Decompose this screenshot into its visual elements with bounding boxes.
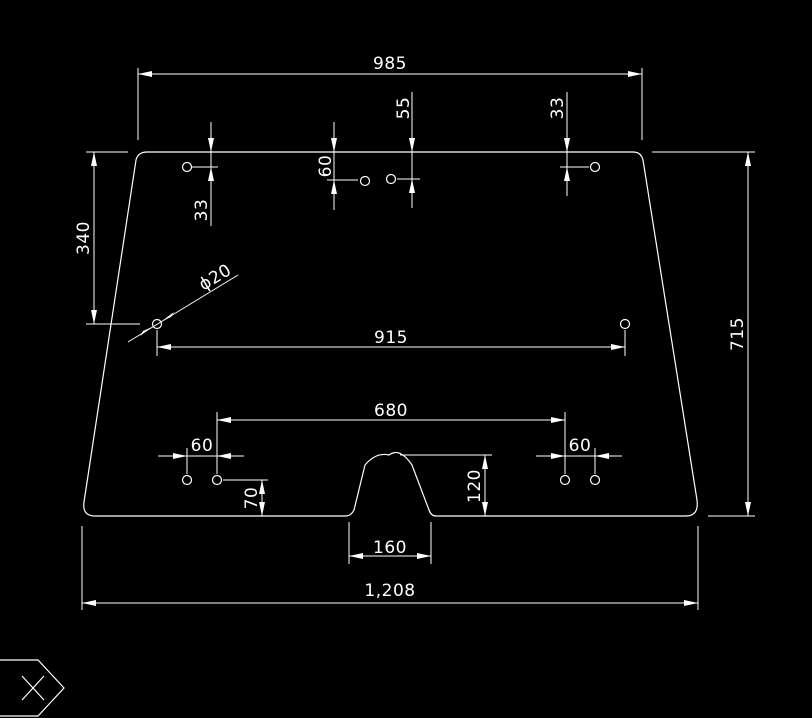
dim-bottom-width-label: 1,208 xyxy=(364,581,415,601)
dim-top-width-label: 985 xyxy=(373,54,407,74)
dim-top-left-offset-label: 33 xyxy=(192,199,212,222)
dim-mid-spacing-label: 915 xyxy=(374,328,408,348)
dim-notch-width-label: 160 xyxy=(373,538,407,558)
hole-top-right xyxy=(589,161,601,173)
dim-mid-spacing: 915 xyxy=(156,328,626,356)
dim-left-hole-height-label: 340 xyxy=(74,221,94,255)
hole-bottom-right-1 xyxy=(559,474,571,486)
panel-outline xyxy=(83,151,698,517)
dim-hole-diameter: ϕ20 xyxy=(127,260,239,343)
dim-bottom-group-spacing-label: 680 xyxy=(374,401,408,421)
dim-top-center-spacing-label: 55 xyxy=(394,97,414,120)
dim-notch-height: 120 xyxy=(400,454,492,516)
dim-bottom-width: 1,208 xyxy=(81,526,699,610)
dim-bottom-right-pair: 60 xyxy=(536,436,622,474)
hole-bottom-left-2 xyxy=(211,474,223,486)
dim-bottom-left-pair-label: 60 xyxy=(191,436,214,456)
dim-top-center-drop-label: 60 xyxy=(316,155,336,178)
hole-top-center-left xyxy=(359,175,371,187)
dim-bottom-left-pair: 60 xyxy=(158,436,244,474)
dim-top-width: 985 xyxy=(137,54,643,140)
hole-bottom-right-2 xyxy=(589,474,601,486)
dim-height-label: 715 xyxy=(728,317,748,351)
dim-bottom-hole-rise: 70 xyxy=(223,479,268,516)
dim-top-center-drop: 60 xyxy=(316,122,358,210)
dim-bottom-hole-rise-label: 70 xyxy=(242,487,262,510)
holes xyxy=(151,161,631,486)
dim-left-hole-height: 340 xyxy=(74,151,140,325)
hole-top-center-right xyxy=(385,173,397,185)
dim-top-center-spacing: 55 xyxy=(394,92,420,208)
dim-notch-width: 160 xyxy=(348,522,432,564)
hole-mid-right xyxy=(619,318,631,330)
dim-notch-height-label: 120 xyxy=(465,469,485,503)
dim-hole-diameter-label: ϕ20 xyxy=(196,260,236,295)
hole-top-left xyxy=(181,161,193,173)
dim-height: 715 xyxy=(652,151,755,517)
dim-top-right-offset-label: 33 xyxy=(548,97,568,120)
ucs-icon xyxy=(0,659,65,717)
dim-bottom-group-spacing: 680 xyxy=(216,401,566,474)
hole-bottom-left-1 xyxy=(181,474,193,486)
dim-top-left-offset: 33 xyxy=(192,122,218,226)
dim-top-right-offset: 33 xyxy=(548,92,589,196)
dim-bottom-right-pair-label: 60 xyxy=(569,436,592,456)
